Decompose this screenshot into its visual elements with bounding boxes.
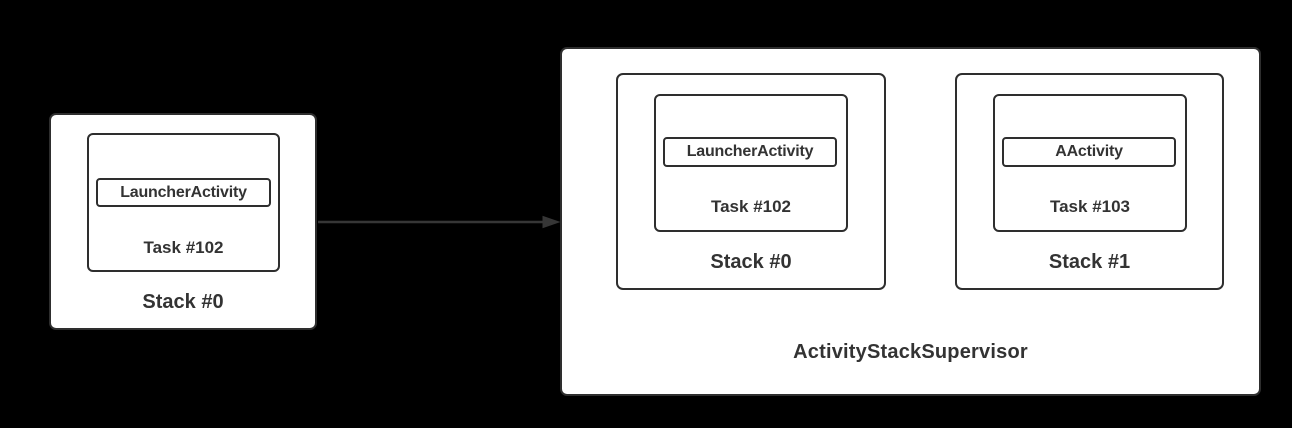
after-stack0-activity-box: LauncherActivity	[663, 137, 837, 167]
after-stack0-task-box: LauncherActivity Task #102	[654, 94, 848, 232]
before-activity-box: LauncherActivity	[96, 178, 271, 207]
supervisor-box: LauncherActivity Task #102 Stack #0 AAct…	[560, 47, 1261, 396]
after-stack1-label: Stack #1	[1048, 251, 1131, 273]
after-stack1-activity-box: AActivity	[1002, 137, 1176, 167]
before-stack-label: Stack #0	[142, 291, 224, 313]
after-stack0-task-label: Task #102	[710, 197, 792, 216]
after-stack0-label: Stack #0	[710, 251, 792, 273]
after-stack0-box: LauncherActivity Task #102 Stack #0	[616, 73, 886, 290]
after-stack1-task-label: Task #103	[1049, 197, 1131, 216]
after-stack1-task-box: AActivity Task #103	[993, 94, 1187, 232]
right-arrow-icon	[318, 215, 561, 229]
before-task-label: Task #102	[143, 238, 224, 257]
before-stack-box: LauncherActivity Task #102 Stack #0	[49, 113, 317, 330]
before-task-box: LauncherActivity Task #102	[87, 133, 280, 272]
after-stack1-box: AActivity Task #103 Stack #1	[955, 73, 1224, 290]
supervisor-label: ActivityStackSupervisor	[793, 341, 1028, 363]
